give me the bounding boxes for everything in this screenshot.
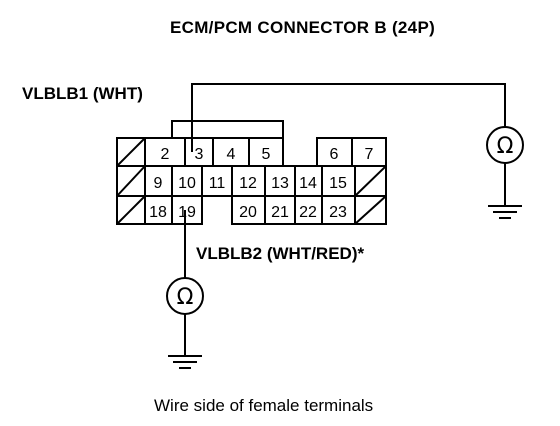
terminal-2: 2	[161, 146, 170, 163]
terminal-19: 19	[178, 204, 196, 221]
caption: Wire side of female terminals	[154, 396, 374, 415]
terminal-9: 9	[154, 175, 163, 192]
diagram-title: ECM/PCM CONNECTOR B (24P)	[170, 18, 436, 37]
terminal-20: 20	[239, 204, 257, 221]
terminal-15: 15	[329, 175, 347, 192]
terminal-13: 13	[271, 175, 289, 192]
terminal-5: 5	[262, 146, 271, 163]
connector-lock-tab	[171, 120, 284, 138]
cell-19	[171, 195, 203, 225]
terminal-12: 12	[239, 175, 257, 192]
terminal-10: 10	[178, 175, 196, 192]
terminal-7: 7	[365, 146, 374, 163]
ohm-icon: Ω	[177, 285, 194, 310]
terminal-14: 14	[299, 175, 317, 192]
terminal-4: 4	[227, 146, 236, 163]
terminal-18: 18	[149, 204, 167, 221]
terminal-21: 21	[271, 204, 289, 221]
terminal-6: 6	[330, 146, 339, 163]
terminal-22: 22	[299, 204, 317, 221]
wire-label-vlblb1: VLBLB1 (WHT)	[22, 84, 143, 103]
terminal-3: 3	[195, 146, 204, 163]
terminal-23: 23	[329, 204, 347, 221]
ohm-icon: Ω	[497, 134, 514, 159]
terminal-11: 11	[209, 175, 226, 192]
wire-vlblb1	[191, 83, 506, 152]
wire-label-vlblb2: VLBLB2 (WHT/RED)*	[196, 244, 365, 263]
cell-blank-r3b	[354, 195, 387, 225]
